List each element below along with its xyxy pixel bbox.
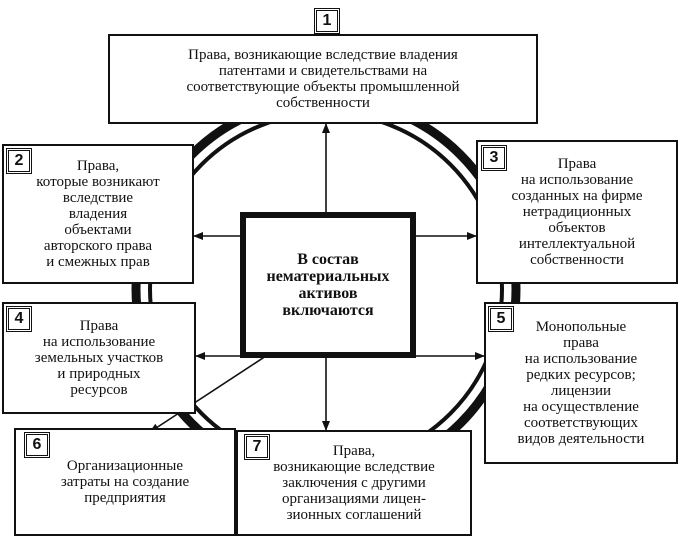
box-5: Монопольные права на использование редки… (484, 302, 678, 464)
box-4-number: 4 (6, 306, 32, 332)
box-2-text: Права, которые возникают вследствие влад… (36, 158, 160, 270)
box-3-text: Права на использование созданных на фирм… (511, 156, 643, 268)
box-3-number: 3 (481, 145, 507, 171)
box-7-text: Права, возникающие вследствие заключения… (273, 443, 435, 523)
box-6-number: 6 (24, 432, 50, 458)
box-1-number: 1 (314, 8, 340, 34)
box-3: Права на использование созданных на фирм… (476, 140, 678, 284)
central-concept-box: В состав нематериальных активов включают… (240, 212, 416, 358)
box-5-text: Монопольные права на использование редки… (517, 319, 645, 447)
box-5-number: 5 (488, 306, 514, 332)
box-6: Организационные затраты на создание пред… (14, 428, 236, 536)
box-6-text: Организационные затраты на создание пред… (60, 458, 190, 506)
box-1: Права, возникающие вследствие владения п… (108, 34, 538, 124)
box-7-number: 7 (244, 434, 270, 460)
arrow-to-box-6 (149, 355, 267, 433)
box-1-text: Права, возникающие вследствие владения п… (186, 47, 460, 111)
box-4: Права на использование земельных участко… (2, 302, 196, 414)
box-2: Права, которые возникают вследствие влад… (2, 144, 194, 284)
box-2-number: 2 (6, 148, 32, 174)
central-concept-label: В состав нематериальных активов включают… (266, 251, 390, 319)
box-4-text: Права на использование земельных участко… (34, 318, 164, 398)
box-7: Права, возникающие вследствие заключения… (236, 430, 472, 536)
